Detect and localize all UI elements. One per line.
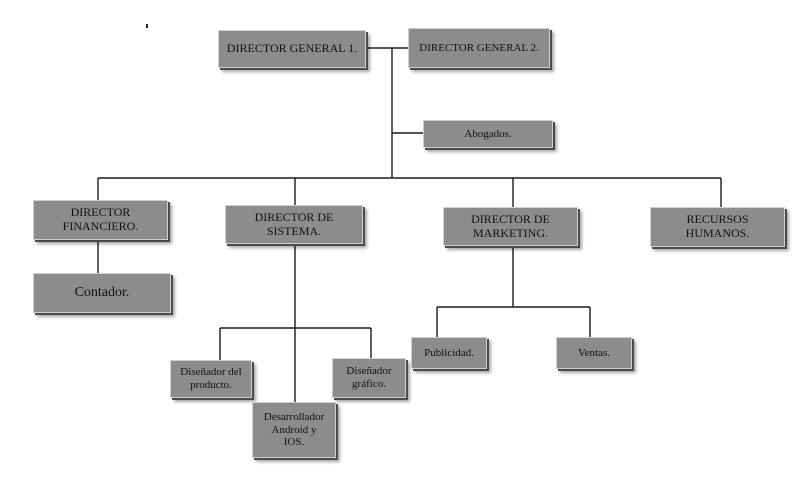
box-director-financiero: DIRECTOR FINANCIERO. [33, 200, 168, 240]
stray-mark [146, 24, 148, 28]
box-director-general-2: DIRECTOR GENERAL 2. [408, 28, 550, 68]
box-contador: Contador. [33, 273, 171, 313]
box-director-general-1: DIRECTOR GENERAL 1. [218, 30, 366, 68]
box-label: Abogados. [464, 127, 512, 140]
box-recursos-humanos: RECURSOS HUMANOS. [650, 207, 785, 247]
box-label: Diseñador del producto. [180, 366, 242, 391]
box-publicidad: Publicidad. [411, 337, 487, 369]
box-ventas: Ventas. [556, 337, 632, 369]
box-label: DIRECTOR DE MARKETING. [471, 211, 550, 240]
box-director-sistema: DIRECTOR DE SISTEMA. [225, 205, 363, 244]
box-label: DIRECTOR GENERAL 1. [226, 41, 358, 56]
box-disenador-grafico: Diseñador gráfico. [332, 358, 406, 398]
box-label: RECURSOS HUMANOS. [685, 212, 750, 240]
box-label: Desarrollador Android y IOS. [263, 411, 325, 449]
box-label: DIRECTOR DE SISTEMA. [254, 209, 334, 238]
box-label: Ventas. [577, 346, 611, 359]
box-abogados: Abogados. [423, 120, 553, 148]
box-label: Contador. [74, 284, 130, 300]
box-label: DIRECTOR GENERAL 2. [419, 41, 539, 54]
box-desarrollador: Desarrollador Android y IOS. [252, 402, 336, 458]
box-disenador-producto: Diseñador del producto. [170, 360, 252, 398]
box-label: Publicidad. [424, 346, 474, 359]
box-director-marketing: DIRECTOR DE MARKETING. [443, 207, 578, 246]
box-label: Diseñador gráfico. [346, 365, 392, 390]
box-label: DIRECTOR FINANCIERO. [62, 205, 139, 233]
